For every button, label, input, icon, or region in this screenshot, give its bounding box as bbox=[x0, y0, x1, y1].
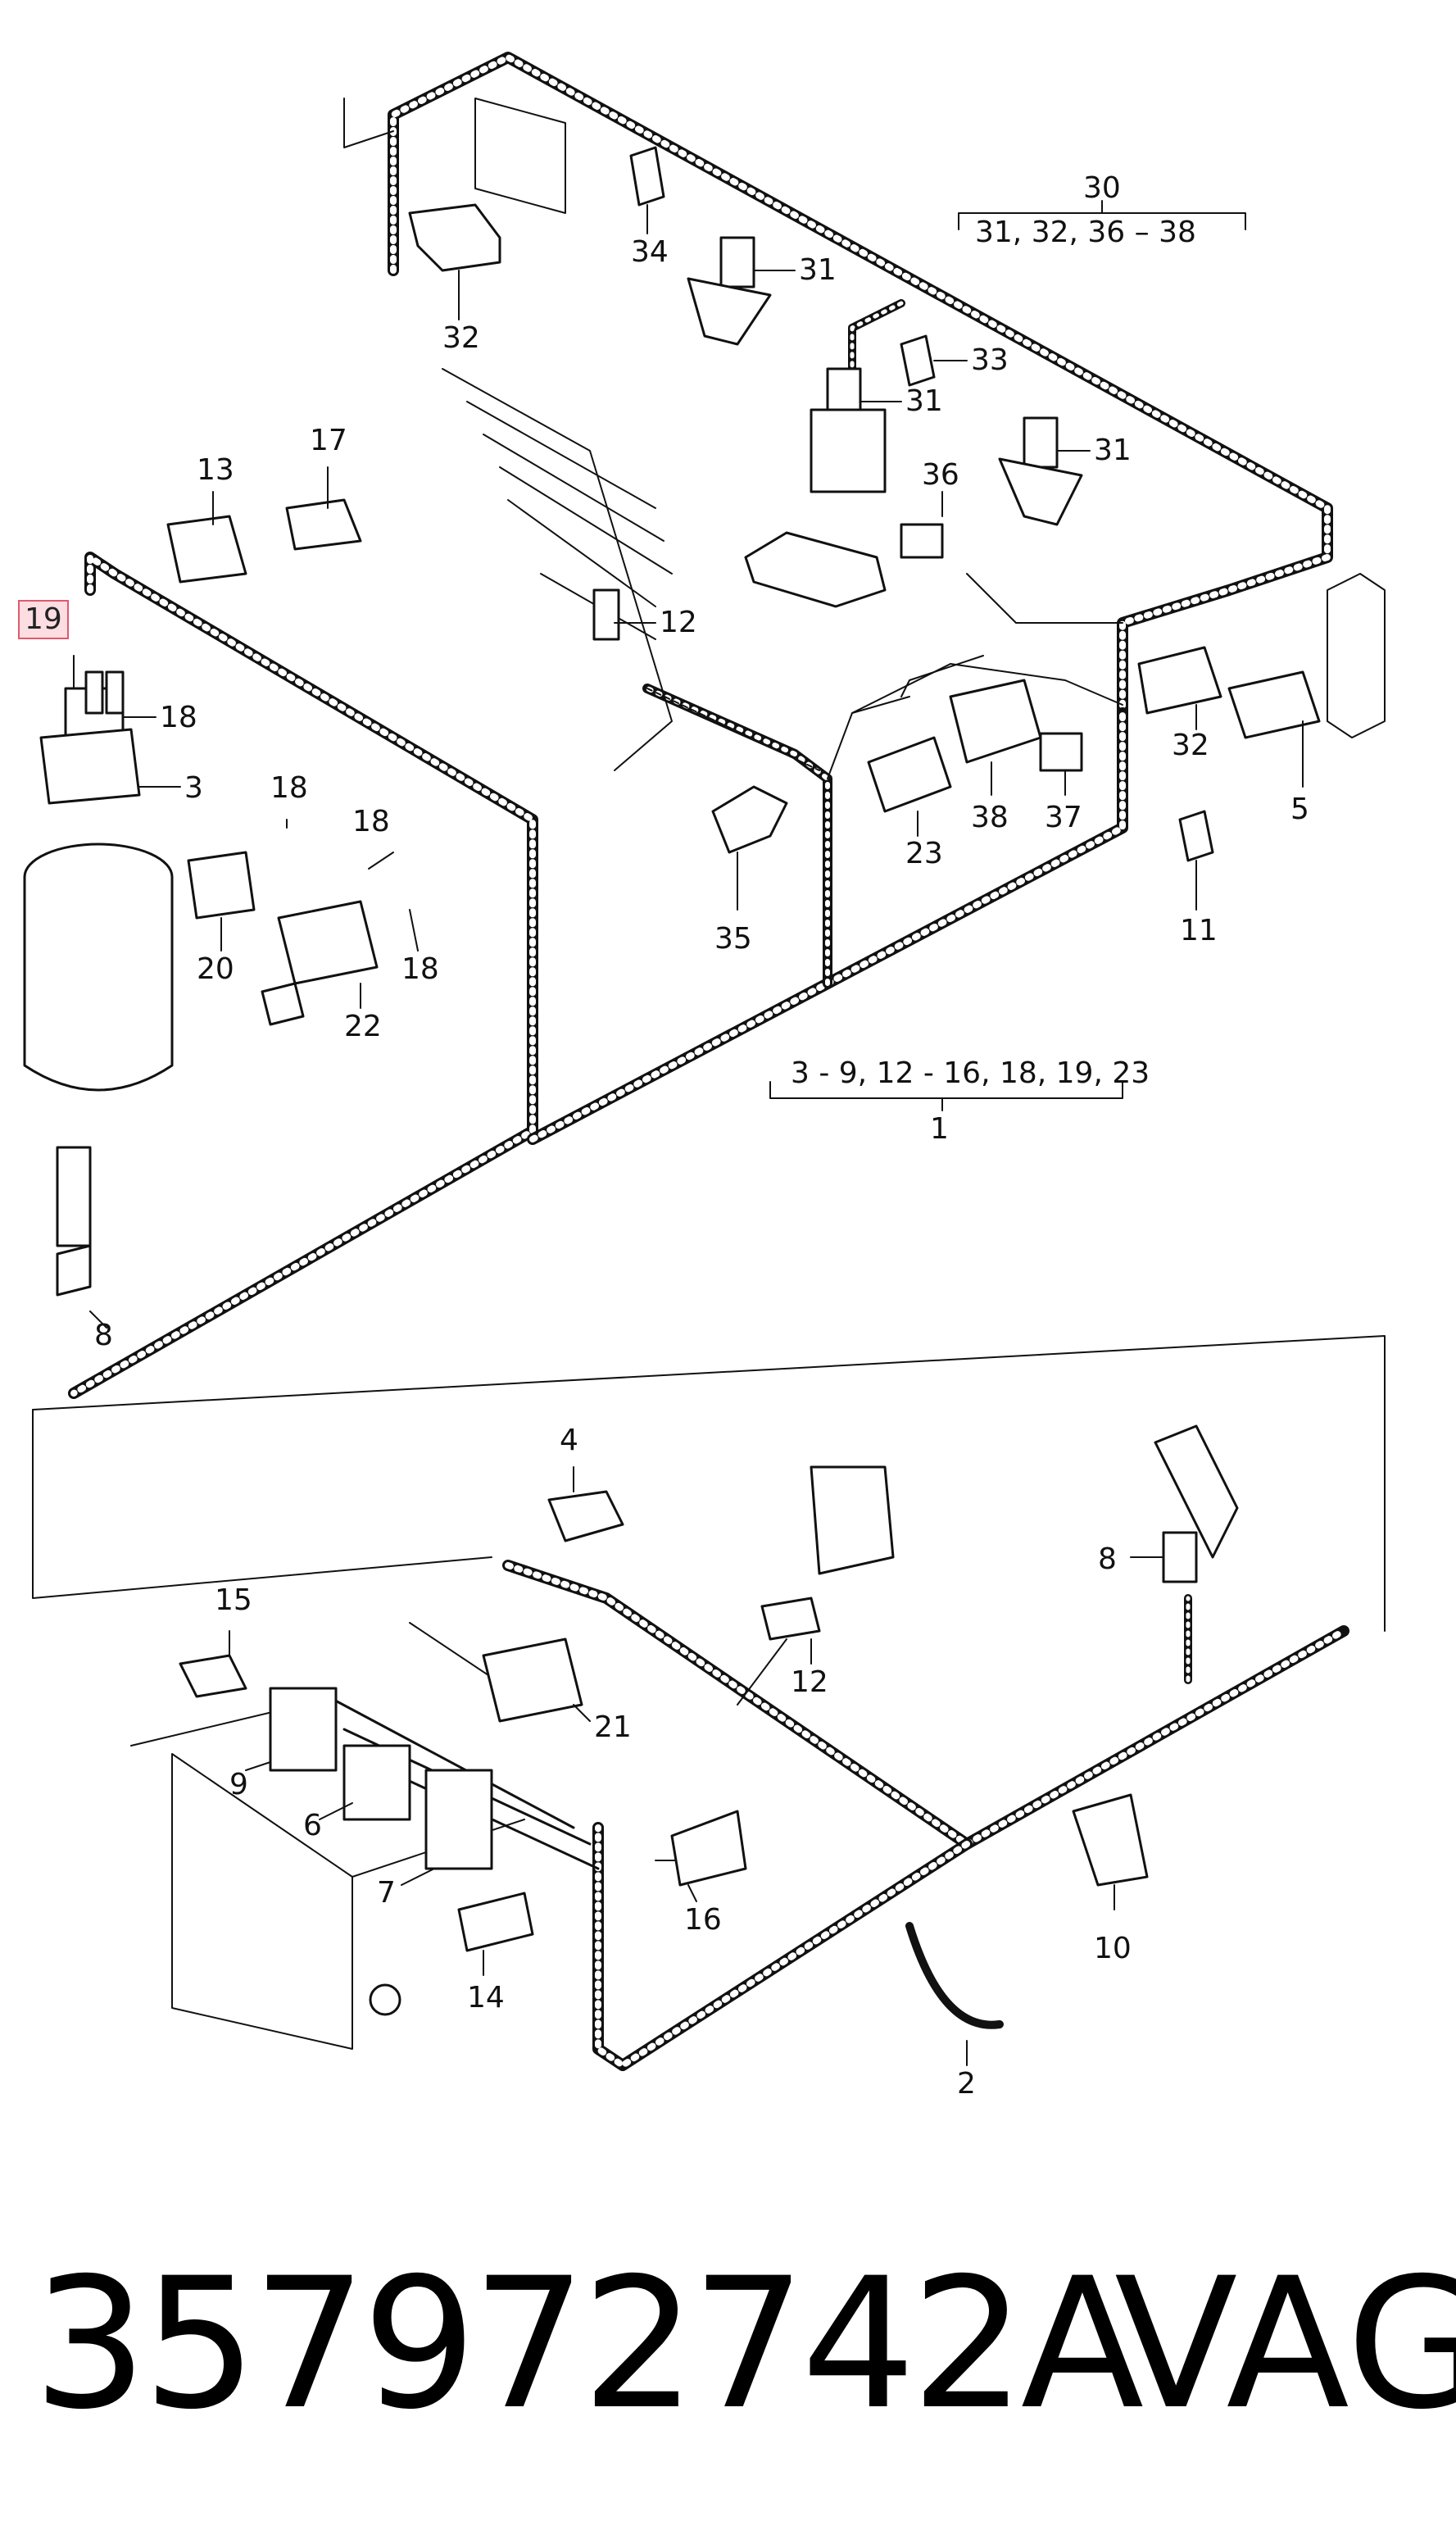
label-31-c: 31 bbox=[1094, 434, 1132, 467]
label-9: 9 bbox=[229, 1768, 248, 1801]
label-10: 10 bbox=[1094, 1932, 1132, 1965]
label-32-right: 32 bbox=[1172, 729, 1209, 762]
label-23: 23 bbox=[905, 837, 943, 870]
label-32-top: 32 bbox=[442, 321, 480, 355]
label-16: 16 bbox=[684, 1903, 722, 1937]
label-18-a: 18 bbox=[160, 701, 197, 734]
footer: 357972742A VAG bbox=[33, 2239, 1456, 2467]
label-15: 15 bbox=[215, 1583, 252, 1617]
label-8-upper: 8 bbox=[94, 1319, 113, 1352]
group-30-range: 31, 32, 36 – 38 bbox=[975, 216, 1196, 249]
label-13: 13 bbox=[197, 453, 234, 487]
label-2: 2 bbox=[957, 2067, 976, 2101]
group-brackets bbox=[769, 200, 1246, 1111]
label-5: 5 bbox=[1290, 793, 1309, 826]
part-number: 357972742A bbox=[33, 2239, 1144, 2449]
label-7: 7 bbox=[377, 1876, 396, 1910]
upper-harness bbox=[68, 52, 1333, 1399]
label-38: 38 bbox=[971, 801, 1009, 834]
components bbox=[23, 146, 1321, 2029]
label-18-c: 18 bbox=[352, 805, 390, 838]
label-20: 20 bbox=[197, 952, 234, 986]
label-18-d: 18 bbox=[401, 952, 439, 986]
lower-harness bbox=[326, 1560, 1349, 2071]
group-1-range: 3 - 9, 12 - 16, 18, 19, 23 bbox=[791, 1056, 1150, 1090]
label-31-b: 31 bbox=[905, 384, 943, 418]
label-1: 1 bbox=[930, 1112, 949, 1146]
label-11: 11 bbox=[1180, 914, 1218, 947]
label-36: 36 bbox=[922, 458, 959, 492]
label-30: 30 bbox=[1083, 171, 1121, 205]
label-18-b: 18 bbox=[270, 771, 308, 805]
label-3: 3 bbox=[184, 771, 203, 805]
label-14: 14 bbox=[467, 1981, 505, 2015]
label-17: 17 bbox=[310, 424, 347, 457]
label-21: 21 bbox=[594, 1710, 632, 1744]
label-12-lower: 12 bbox=[791, 1665, 828, 1699]
leader-lines bbox=[73, 204, 1304, 2066]
label-19-highlighted: 19 bbox=[18, 600, 69, 639]
label-33: 33 bbox=[971, 343, 1009, 377]
label-31-a: 31 bbox=[799, 253, 837, 287]
label-34: 34 bbox=[631, 235, 669, 269]
label-22: 22 bbox=[344, 1010, 382, 1043]
label-12-upper: 12 bbox=[660, 606, 697, 639]
label-4: 4 bbox=[560, 1424, 578, 1457]
brand-name: VAG bbox=[1114, 2239, 1456, 2449]
label-6: 6 bbox=[303, 1809, 322, 1842]
label-8-lower: 8 bbox=[1098, 1542, 1117, 1576]
label-37: 37 bbox=[1045, 801, 1082, 834]
label-35: 35 bbox=[714, 922, 752, 956]
body-panels bbox=[32, 98, 1386, 2050]
